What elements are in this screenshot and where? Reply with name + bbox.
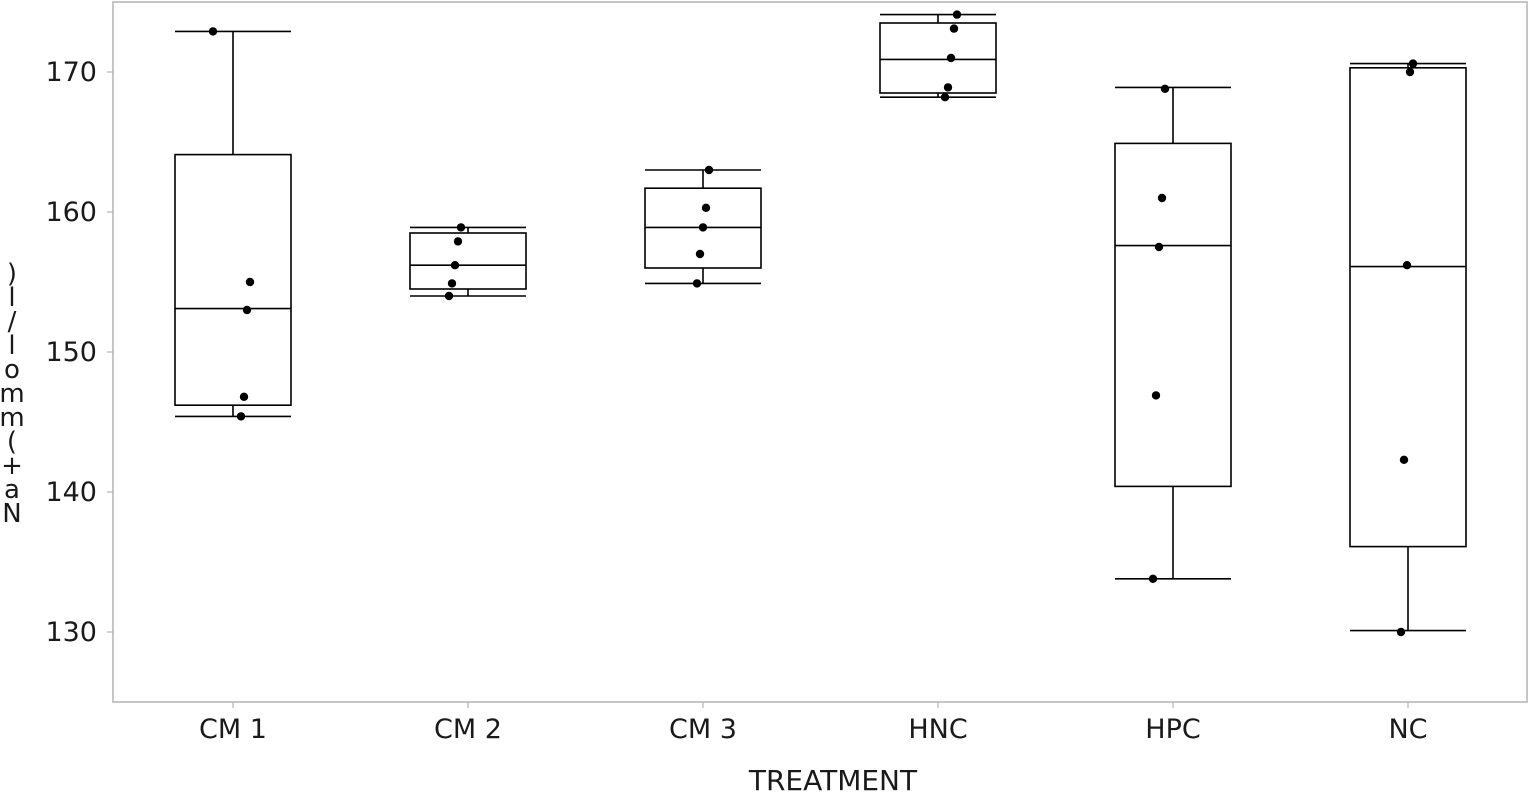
data-point (940, 93, 950, 102)
data-point (456, 223, 466, 232)
y-tick-label: 140 (45, 477, 97, 508)
data-point (1157, 193, 1167, 203)
data-point (450, 261, 460, 270)
data-point (704, 165, 714, 175)
box-cm-2 (409, 223, 527, 301)
data-point (444, 291, 454, 301)
y-axis-title-char: m (0, 379, 25, 409)
data-point (701, 203, 711, 212)
y-tick-label: 160 (45, 197, 97, 228)
data-point (949, 24, 959, 33)
data-point (1151, 391, 1161, 400)
data-point (453, 237, 463, 246)
y-axis-title-char: N (2, 499, 21, 529)
x-tick-label: CM 2 (434, 714, 502, 745)
data-point (1148, 574, 1158, 583)
box-hnc (879, 10, 997, 102)
x-tick-label: CM 3 (669, 714, 737, 745)
data-point (1408, 59, 1418, 68)
iqr-box (1349, 67, 1467, 548)
data-point (1405, 67, 1415, 77)
data-point (946, 53, 956, 63)
data-point (698, 223, 708, 232)
y-axis-title-char: l (8, 283, 15, 313)
x-tick-label: HNC (908, 714, 967, 745)
y-tick-label: 150 (45, 337, 97, 368)
data-point (1399, 455, 1409, 464)
data-point (447, 279, 457, 288)
iqr-box (174, 153, 292, 407)
y-axis-title-char: / (8, 307, 17, 337)
x-tick-label: CM 1 (199, 714, 267, 745)
y-axis-title-char: l (8, 331, 15, 361)
y-axis-title-char: + (1, 451, 23, 481)
data-point (1402, 261, 1412, 270)
data-point (1160, 84, 1170, 94)
data-point (1396, 627, 1406, 637)
iqr-box (879, 22, 997, 94)
y-tick-label: 170 (45, 57, 97, 88)
data-point (236, 412, 246, 421)
x-tick-label: HPC (1145, 714, 1200, 745)
iqr-box (1114, 142, 1232, 488)
data-point (695, 249, 705, 259)
data-point (208, 27, 218, 36)
y-tick-label: 130 (45, 617, 97, 648)
data-point (245, 277, 255, 287)
y-axis-title-char: o (4, 355, 20, 385)
box-cm-3 (644, 165, 762, 288)
x-tick-label: NC (1388, 714, 1427, 745)
data-point (1154, 242, 1164, 252)
y-axis-title-char: m (0, 403, 25, 433)
data-point (943, 83, 953, 92)
data-point (692, 279, 702, 288)
box-series (174, 10, 1467, 637)
box-hpc (1114, 84, 1232, 583)
plot-frame (112, 1, 1528, 703)
y-axis-title-char: ( (7, 427, 17, 457)
x-axis: CM 1 CM 2 CM 3 HNC HPC NC (199, 702, 1428, 745)
data-point (242, 305, 252, 315)
box-cm-1 (174, 27, 292, 421)
box-nc (1349, 59, 1467, 637)
y-axis-title-char: ) (7, 259, 17, 289)
y-axis-title-char: a (4, 475, 20, 505)
iqr-box (409, 232, 527, 290)
data-point (952, 10, 962, 19)
data-point (239, 392, 249, 401)
y-axis: 130 140 150 160 170 (45, 57, 113, 648)
x-axis-title: TREATMENT (748, 764, 918, 794)
